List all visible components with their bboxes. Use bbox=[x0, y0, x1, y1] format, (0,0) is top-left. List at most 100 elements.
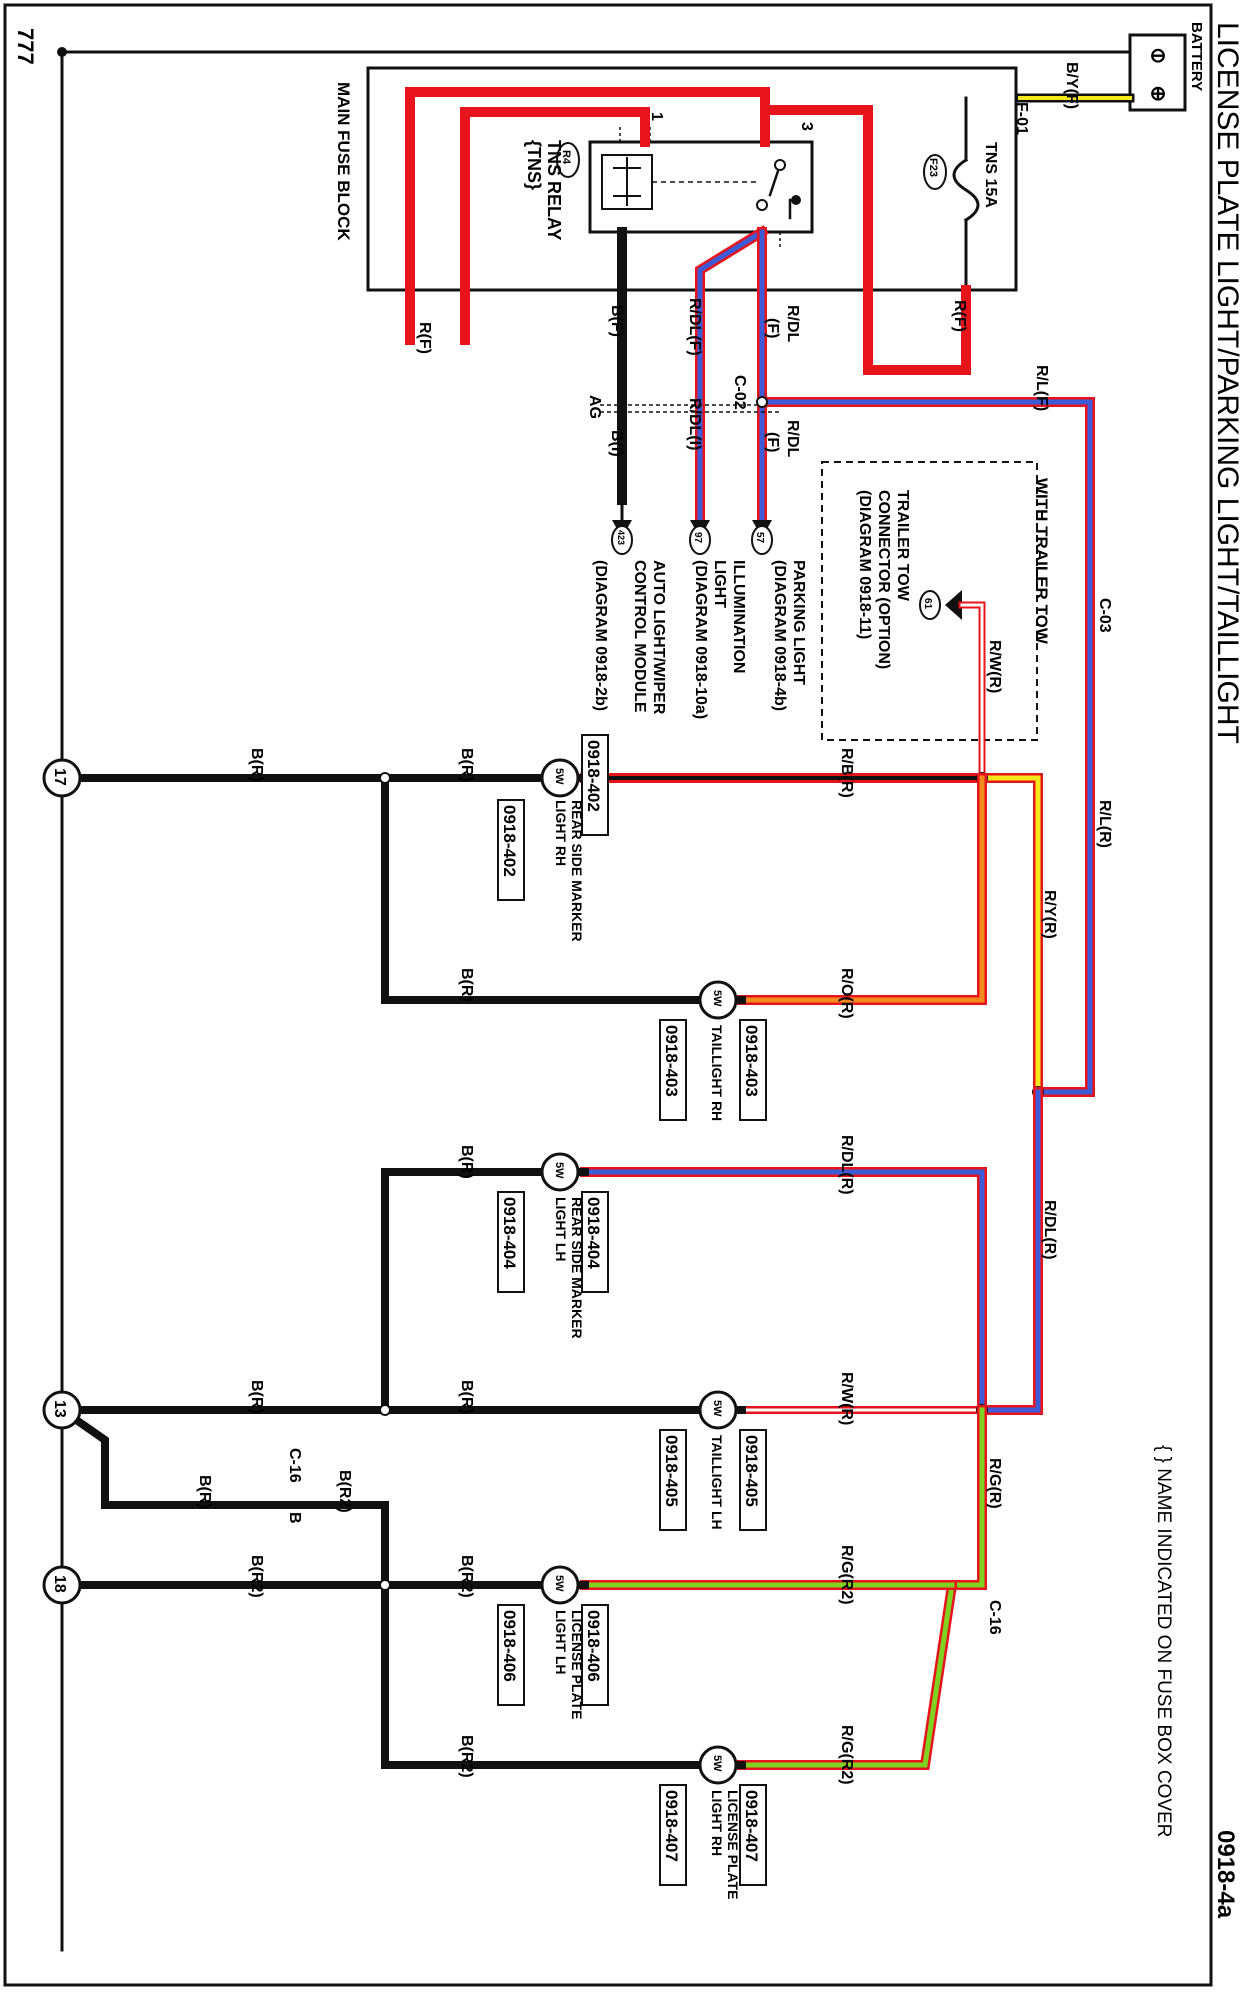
svg-text:0918-403: 0918-403 bbox=[662, 1025, 681, 1097]
wire-label-b-i: B(I) bbox=[608, 430, 625, 457]
ref-423: 423 AUTO LIGHT/WIPER CONTROL MODULE (DIA… bbox=[592, 525, 667, 715]
lamp-0918-405: 5W 0918-405 0918-405 TAILLIGHT LH bbox=[659, 1390, 767, 1531]
wire-label-br-c16: B(R) bbox=[196, 1475, 213, 1509]
wire-label-rdl-f-c2: (F) bbox=[764, 432, 781, 452]
ground-wire-404 bbox=[381, 1168, 589, 1414]
wire-label-rw-r-405: R/W(R) bbox=[838, 1372, 855, 1425]
svg-text:CONNECTOR (OPTION): CONNECTOR (OPTION) bbox=[875, 490, 892, 669]
wire-rdl-f-a bbox=[695, 225, 769, 530]
wire-label-r-f-fuse: R(F) bbox=[951, 300, 968, 332]
wire-label-rg-r2-406: R/G(R2) bbox=[838, 1545, 855, 1605]
wire-label-rdl-f-a: R/DL(F) bbox=[686, 298, 703, 356]
svg-text:AUTO LIGHT/WIPER: AUTO LIGHT/WIPER bbox=[650, 560, 667, 715]
wire-label-rdl-i: R/DL(I) bbox=[686, 398, 703, 450]
wire-label-c03: C-03 bbox=[1096, 598, 1113, 633]
svg-text:LIGHT: LIGHT bbox=[711, 560, 728, 608]
wire-label-c02: C-02 bbox=[731, 375, 748, 410]
svg-text:0918-403: 0918-403 bbox=[742, 1025, 761, 1097]
svg-text:18: 18 bbox=[51, 1575, 68, 1593]
svg-text:REAR SIDE MARKER: REAR SIDE MARKER bbox=[569, 1197, 585, 1339]
wire-label-ag: AG bbox=[586, 395, 603, 419]
wire-label-br2-18: B(R2) bbox=[248, 1555, 265, 1598]
relay-id-badge bbox=[556, 142, 580, 178]
wire-label-br-404: B(R) bbox=[458, 1145, 475, 1179]
relay-name: TNS RELAY bbox=[544, 140, 564, 240]
svg-text:5W: 5W bbox=[711, 990, 723, 1007]
svg-text:LICENSE PLATE: LICENSE PLATE bbox=[725, 1790, 741, 1899]
wire-label-br2-406: B(R2) bbox=[458, 1555, 475, 1598]
wire-label-rdl-f-b2: (F) bbox=[764, 318, 781, 338]
wire-label-rdl-f-c1: R/DL bbox=[784, 420, 801, 458]
wire-label-rg-r2-407: R/G(R2) bbox=[838, 1725, 855, 1785]
ground-wire-403 bbox=[381, 774, 746, 1004]
relay-pin-1: 1 bbox=[648, 112, 665, 121]
svg-text:97: 97 bbox=[692, 532, 703, 544]
svg-text:REAR SIDE MARKER: REAR SIDE MARKER bbox=[569, 800, 585, 942]
svg-text:0918-404: 0918-404 bbox=[584, 1197, 603, 1269]
wire-label-br-402g: B(R) bbox=[248, 748, 265, 782]
svg-text:57: 57 bbox=[754, 532, 765, 544]
wire-label-ry-r: R/Y(R) bbox=[1041, 890, 1058, 939]
ref-97: 97 ILLUMINATION LIGHT (DIAGRAM 0918-10a) bbox=[689, 525, 747, 719]
wire-label-br-405: B(R) bbox=[458, 1380, 475, 1414]
battery: ⊖ ⊕ BATTERY bbox=[1128, 22, 1205, 112]
ground-point-18: 18 bbox=[42, 1565, 82, 1605]
svg-text:5W: 5W bbox=[553, 1162, 565, 1179]
svg-text:0918-407: 0918-407 bbox=[662, 1790, 681, 1862]
svg-text:13: 13 bbox=[51, 1400, 68, 1418]
svg-text:(DIAGRAM 0918-2b): (DIAGRAM 0918-2b) bbox=[592, 560, 609, 711]
fuse-name: TNS 15A bbox=[982, 142, 999, 208]
fuse-id-badge bbox=[923, 154, 947, 190]
svg-text:WITH TRAILER TOW: WITH TRAILER TOW bbox=[1032, 478, 1051, 645]
diagram-code: 0918-4a bbox=[1212, 1830, 1239, 1919]
wire-label-ro-r: R/O(R) bbox=[838, 968, 855, 1019]
wire-label-br-405g: B(R) bbox=[248, 1380, 265, 1414]
lamp-0918-403: 5W 0918-403 0918-403 TAILLIGHT RH bbox=[659, 980, 767, 1121]
wire-label-br2-407: B(R2) bbox=[458, 1735, 475, 1778]
svg-text:5W: 5W bbox=[553, 768, 565, 785]
svg-text:⊕: ⊕ bbox=[1150, 83, 1167, 105]
relay-tag: {TNS} bbox=[524, 140, 544, 190]
svg-text:TRAILER TOW: TRAILER TOW bbox=[894, 490, 911, 602]
fuse-connector-label: F-01 bbox=[1013, 102, 1030, 135]
svg-text:CONTROL MODULE: CONTROL MODULE bbox=[631, 560, 648, 713]
wire-label-rdl-r-main: R/DL(R) bbox=[1041, 1200, 1058, 1260]
svg-text:5W: 5W bbox=[711, 1755, 723, 1772]
svg-text:0918-402: 0918-402 bbox=[584, 740, 603, 812]
wire-label-c16-left: C-16 bbox=[286, 1448, 303, 1483]
wire-rw-tow bbox=[958, 601, 986, 782]
svg-text:0918-406: 0918-406 bbox=[584, 1610, 603, 1682]
svg-text:R4: R4 bbox=[560, 150, 572, 165]
wire-ry-r bbox=[977, 773, 1043, 1097]
svg-text:PARKING LIGHT: PARKING LIGHT bbox=[790, 560, 807, 685]
wire-label-c16-b: B bbox=[286, 1512, 303, 1524]
wire-red-relay-left bbox=[460, 107, 650, 345]
ground-point-17: 17 bbox=[42, 758, 82, 798]
svg-text:TAILLIGHT RH: TAILLIGHT RH bbox=[709, 1025, 725, 1121]
wire-label-c16-right: C-16 bbox=[986, 1600, 1003, 1635]
fuse-box-note: { } NAME INDICATED ON FUSE BOX COVER bbox=[1153, 1445, 1174, 1837]
wire-label-rw-r-tow: R/W(R) bbox=[986, 640, 1003, 693]
svg-text:F23: F23 bbox=[927, 158, 939, 177]
lamp-0918-406: 5W 0918-406 0918-406 LICENSE PLATE LIGHT… bbox=[497, 1565, 609, 1719]
wire-label-rl-f: R/L(F) bbox=[1033, 365, 1050, 411]
wire-label-b-f: B(F) bbox=[608, 305, 625, 337]
svg-text:(DIAGRAM 0918-11): (DIAGRAM 0918-11) bbox=[856, 490, 873, 639]
wire-label-rdl-r-404: R/DL(R) bbox=[838, 1135, 855, 1195]
svg-text:(DIAGRAM 0918-4b): (DIAGRAM 0918-4b) bbox=[771, 560, 788, 711]
svg-text:LICENSE PLATE: LICENSE PLATE bbox=[569, 1610, 585, 1719]
wire-label-br-403: B(R) bbox=[458, 968, 475, 1002]
svg-text:LIGHT LH: LIGHT LH bbox=[553, 1197, 569, 1262]
wire-rdl-r-main bbox=[977, 1087, 1043, 1415]
svg-text:0918-402: 0918-402 bbox=[500, 805, 519, 877]
svg-text:5W: 5W bbox=[553, 1575, 565, 1592]
main-fuse-block bbox=[366, 66, 1018, 292]
svg-text:0918-405: 0918-405 bbox=[742, 1435, 761, 1507]
fuse-block-label: MAIN FUSE BLOCK bbox=[334, 82, 353, 241]
wire-ro-r bbox=[737, 773, 987, 1005]
lamp-0918-407: 5W 0918-407 0918-407 LICENSE PLATE LIGHT… bbox=[659, 1745, 767, 1899]
svg-text:ILLUMINATION: ILLUMINATION bbox=[730, 560, 747, 673]
diagram-title: LICENSE PLATE LIGHT/PARKING LIGHT/TAILLI… bbox=[1211, 22, 1244, 744]
wire-label-by-f: B/Y(F) bbox=[1063, 62, 1080, 109]
wire-label-rl-r: R/L(R) bbox=[1096, 800, 1113, 848]
